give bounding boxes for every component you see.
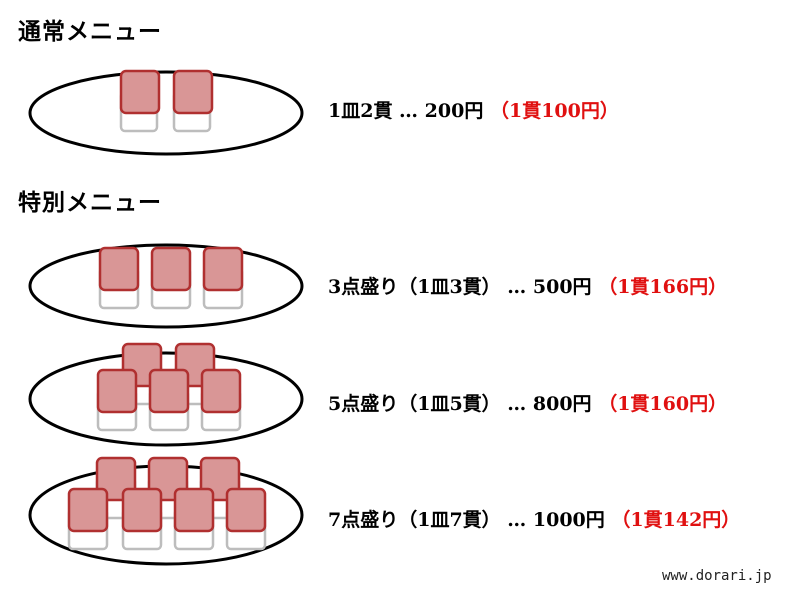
sushi-piece-icon <box>202 246 244 310</box>
sushi-piece-icon <box>173 487 215 551</box>
sushi-piece-icon <box>225 487 267 551</box>
sushi-piece-icon <box>96 368 138 432</box>
plate-icon <box>28 70 304 156</box>
site-credit: www.dorari.jp <box>662 568 772 584</box>
sushi-piece-icon <box>172 69 214 133</box>
plate-five <box>28 342 304 447</box>
sushi-piece-icon <box>67 487 109 551</box>
regular-menu-heading: 通常メニュー <box>18 18 162 45</box>
sushi-piece-icon <box>121 487 163 551</box>
plate-regular <box>28 69 304 156</box>
sushi-piece-icon <box>98 246 140 310</box>
menu-description: 7点盛り（1皿7貫） … 1000円 <box>328 509 605 531</box>
per-piece-price: （1貫166円） <box>598 276 728 298</box>
sushi-piece-icon <box>200 368 242 432</box>
menu-line-regular: 1皿2貫 … 200円 （1貫100円） <box>328 96 619 123</box>
menu-line-three: 3点盛り（1皿3貫） … 500円 （1貫166円） <box>328 272 727 299</box>
sushi-piece-icon <box>119 69 161 133</box>
per-piece-price: （1貫100円） <box>489 100 619 122</box>
menu-description: 3点盛り（1皿3貫） … 500円 <box>328 276 592 298</box>
sushi-piece-icon <box>150 246 192 310</box>
menu-description: 1皿2貫 … 200円 <box>328 100 484 122</box>
menu-description: 5点盛り（1皿5貫） … 800円 <box>328 393 592 415</box>
menu-line-five: 5点盛り（1皿5貫） … 800円 （1貫160円） <box>328 389 727 416</box>
menu-line-seven: 7点盛り（1皿7貫） … 1000円 （1貫142円） <box>328 505 740 532</box>
plate-three <box>28 243 304 329</box>
per-piece-price: （1貫160円） <box>598 393 728 415</box>
per-piece-price: （1貫142円） <box>611 509 741 531</box>
special-menu-heading: 特別メニュー <box>18 189 162 216</box>
plate-seven <box>28 456 304 566</box>
sushi-piece-icon <box>148 368 190 432</box>
